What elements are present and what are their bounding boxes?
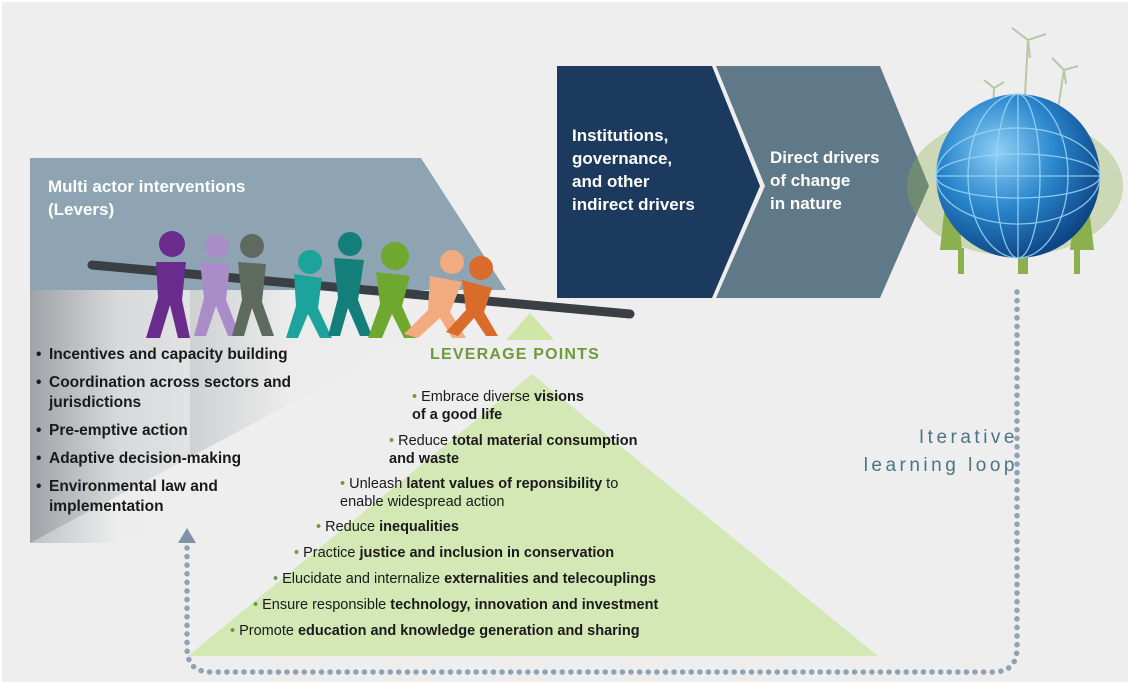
tug-of-war-figures-icon xyxy=(146,231,498,338)
leverage-point-item: • Elucidate and internalize externalitie… xyxy=(273,571,657,587)
leverage-pyramid xyxy=(188,374,878,656)
indirect-drivers-label: Institutions, governance, and other indi… xyxy=(572,124,742,216)
leverage-point-item: • Embrace diverse visions of a good life xyxy=(412,389,584,423)
bullet-dot: • xyxy=(412,389,418,405)
indirect-drivers-line1: Institutions, xyxy=(572,126,669,145)
leverage-points-title: LEVERAGE POINTS xyxy=(430,346,601,363)
levers-list: Incentives and capacity building Coordin… xyxy=(36,345,366,525)
learning-loop-line2: learning loop xyxy=(863,455,1018,476)
leverage-point-item: • Practice justice and inclusion in cons… xyxy=(294,545,615,561)
levers-title-line1: Multi actor interventions xyxy=(48,177,246,196)
indirect-drivers-chevron xyxy=(557,66,760,298)
leverage-point-item: • Reduce inequalities xyxy=(316,519,459,535)
bullet-dot: • xyxy=(273,571,279,587)
fulcrum-triangle xyxy=(506,313,554,340)
leverage-point-item: • Unleash latent values of reponsibility… xyxy=(340,476,619,510)
levers-list-item: Incentives and capacity building xyxy=(36,345,366,365)
levers-title-line2: (Levers) xyxy=(48,200,115,219)
learning-loop-line1: Iterative xyxy=(918,427,1018,448)
leverage-point-item: • Ensure responsible technology, innovat… xyxy=(253,597,659,613)
direct-drivers-label: Direct drivers of change in nature xyxy=(770,146,920,215)
bullet-dot: • xyxy=(389,433,395,449)
direct-drivers-chevron xyxy=(716,66,929,298)
indirect-drivers-line2: governance, xyxy=(572,149,673,168)
levers-list-item: Coordination across sectors andjurisdict… xyxy=(36,373,366,413)
indirect-drivers-line4: indirect drivers xyxy=(572,195,695,214)
indirect-drivers-line3: and other xyxy=(572,172,650,191)
levers-list-item: Adaptive decision-making xyxy=(36,449,366,469)
levers-list-item: Pre-emptive action xyxy=(36,421,366,441)
direct-drivers-line1: Direct drivers xyxy=(770,148,880,167)
loop-arrow-icon xyxy=(178,528,196,543)
levers-title: Multi actor interventions (Levers) xyxy=(48,175,378,221)
bullet-dot: • xyxy=(230,623,236,639)
leverage-point-item: • Promote education and knowledge genera… xyxy=(230,623,640,639)
learning-loop-label: Iterative learning loop xyxy=(842,424,1018,480)
direct-drivers-line2: of change xyxy=(770,171,851,190)
learning-loop-path xyxy=(184,289,1020,675)
bullet-dot: • xyxy=(294,545,300,561)
leverage-point-item: • Reduce total material consumption and … xyxy=(389,433,638,467)
bullet-dot: • xyxy=(253,597,259,613)
direct-drivers-line3: in nature xyxy=(770,194,842,213)
bullet-dot: • xyxy=(340,476,346,492)
wind-turbine-globe-icon xyxy=(907,27,1123,274)
bullet-dot: • xyxy=(316,519,322,535)
